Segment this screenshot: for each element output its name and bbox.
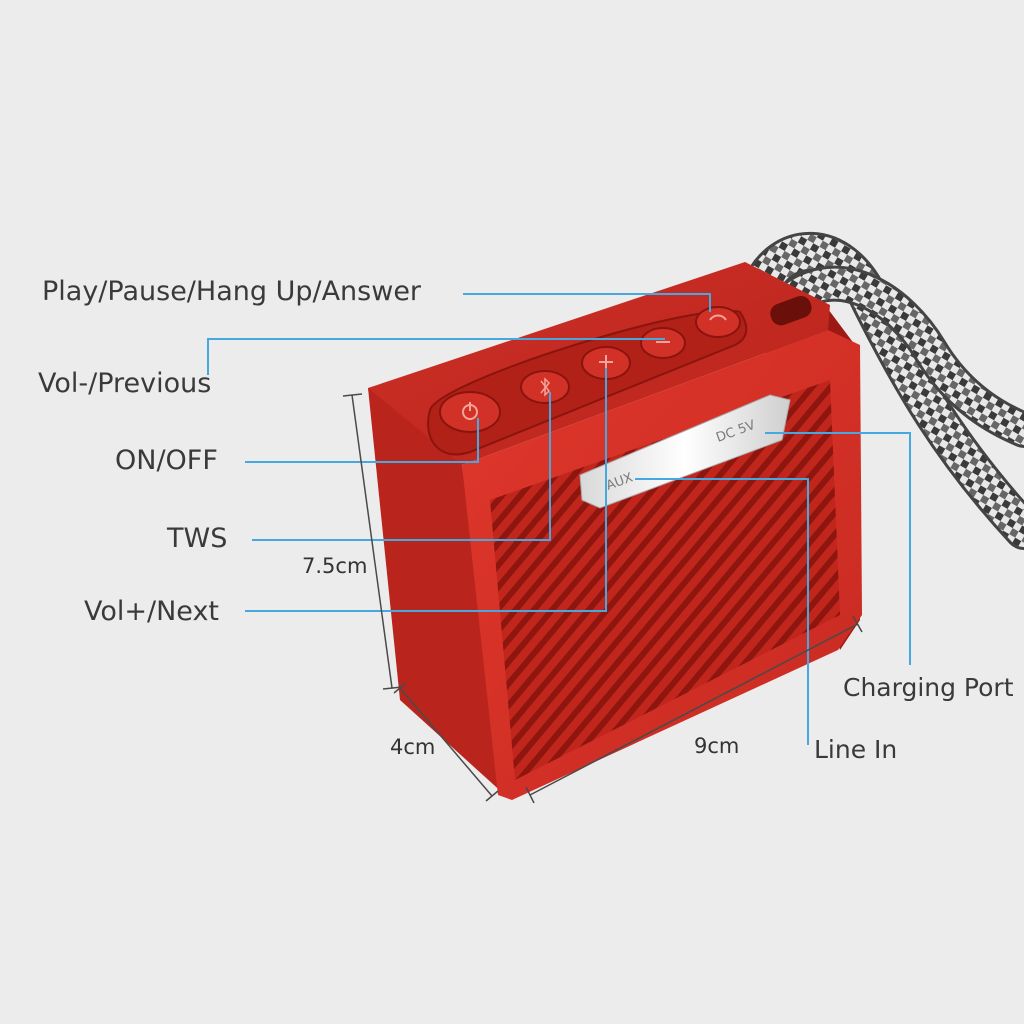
vol-plus-label: Vol+/Next xyxy=(84,596,220,627)
vol-minus-button[interactable] xyxy=(640,327,686,359)
line-in-label: Line In xyxy=(814,735,898,764)
button-strip xyxy=(427,306,748,456)
port-panel: DC 5V AUX xyxy=(579,394,791,509)
vol-minus-line xyxy=(207,338,665,375)
tws-line xyxy=(252,392,551,541)
charging-port-line xyxy=(765,432,911,665)
vol-minus-label: Vol-/Previous xyxy=(38,368,212,399)
plus-icon xyxy=(599,355,613,369)
depth-dimension-line xyxy=(399,687,493,797)
bluetooth-icon xyxy=(540,377,551,397)
height-dimension-line xyxy=(351,394,393,689)
on-off-button[interactable] xyxy=(439,391,501,433)
tws-button[interactable] xyxy=(520,370,570,404)
callout-lines xyxy=(207,293,911,745)
height-dimension-label: 7.5cm xyxy=(302,554,368,578)
dimension-lines xyxy=(342,393,863,804)
play-pause-button[interactable] xyxy=(695,306,741,338)
vol-plus-line xyxy=(245,368,607,612)
on-off-label: ON/OFF xyxy=(115,445,218,476)
charging-port-label: Charging Port xyxy=(843,673,1014,702)
depth-dimension-label: 4cm xyxy=(390,735,436,759)
phone-icon xyxy=(709,314,727,321)
lanyard-rope xyxy=(740,231,1024,550)
power-icon xyxy=(462,402,478,420)
play-pause-label: Play/Pause/Hang Up/Answer xyxy=(42,276,422,307)
on-off-line xyxy=(245,418,479,463)
width-dimension-line xyxy=(529,623,859,796)
width-dimension-label: 9cm xyxy=(694,734,740,758)
play-pause-line xyxy=(463,293,711,312)
line-in-line xyxy=(635,478,809,745)
tws-label: TWS xyxy=(167,523,228,554)
